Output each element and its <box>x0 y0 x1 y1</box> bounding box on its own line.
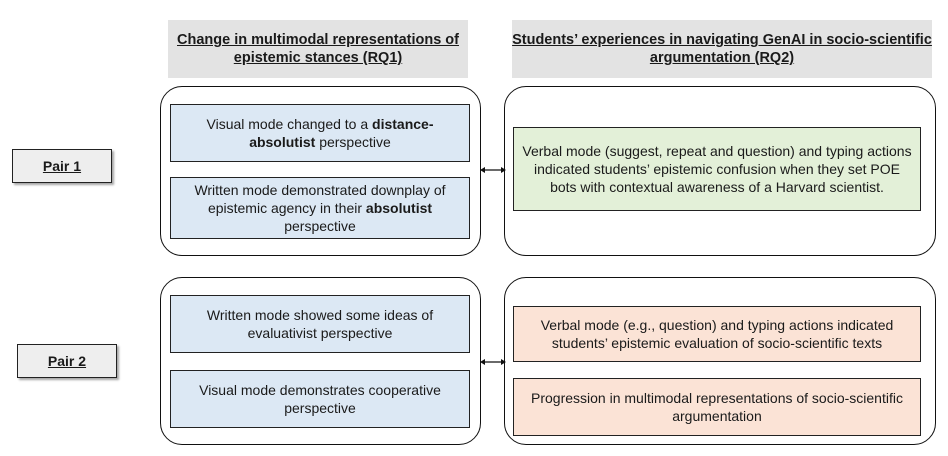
pair-1-written-mode-text: Written mode demonstrated downplay of ep… <box>179 181 461 235</box>
pair-2-verbal-mode-text: Verbal mode (e.g., question) and typing … <box>540 317 894 351</box>
header-rq1: Change in multimodal representations of … <box>168 20 468 78</box>
pair-2-progression-box: Progression in multimodal representation… <box>513 378 921 436</box>
double-arrow-icon <box>480 359 506 365</box>
header-rq1-text: Change in multimodal representations of … <box>177 32 459 66</box>
pair-1-verbal-mode-box: Verbal mode (suggest, repeat and questio… <box>513 127 921 211</box>
pair-1-label: Pair 1 <box>12 149 112 183</box>
pair-1-written-mode-pre: Written mode demonstrated downplay of ep… <box>194 182 446 216</box>
pair-1-visual-mode-post: perspective <box>315 134 391 150</box>
pair-1-verbal-mode-text: Verbal mode (suggest, repeat and questio… <box>522 143 912 195</box>
pair-1-written-mode-post: perspective <box>284 218 356 234</box>
pair-2-written-mode-box: Written mode showed some ideas of evalua… <box>170 295 470 353</box>
double-arrow-icon <box>480 167 506 173</box>
pair-2-written-mode-text: Written mode showed some ideas of evalua… <box>206 307 434 341</box>
pair-2-visual-mode-box: Visual mode demonstrates cooperative per… <box>170 370 470 428</box>
pair-2-visual-mode-text: Visual mode demonstrates cooperative per… <box>199 382 441 416</box>
pair-1-label-text: Pair 1 <box>42 158 82 174</box>
header-rq2: Students’ experiences in navigating GenA… <box>512 20 932 78</box>
pair-1-visual-mode-bold: distance-absolutist <box>249 116 434 150</box>
pair-1-connector-arrow <box>480 164 506 176</box>
pair-2-progression-text: Progression in multimodal representation… <box>531 390 903 424</box>
pair-1-written-mode-bold: absolutist <box>365 200 433 216</box>
pair-1-visual-mode-pre: Visual mode changed to a <box>206 116 373 132</box>
pair-2-verbal-mode-box: Verbal mode (e.g., question) and typing … <box>513 306 921 362</box>
pair-1-visual-mode-text: Visual mode changed to a distance-absolu… <box>179 115 461 151</box>
header-rq2-text: Students’ experiences in navigating GenA… <box>512 32 932 66</box>
pair-2-connector-arrow <box>480 356 506 368</box>
pair-1-visual-mode-box: Visual mode changed to a distance-absolu… <box>170 104 470 162</box>
pair-2-label-text: Pair 2 <box>47 353 87 369</box>
pair-1-written-mode-box: Written mode demonstrated downplay of ep… <box>170 177 470 239</box>
pair-2-label: Pair 2 <box>17 344 117 378</box>
